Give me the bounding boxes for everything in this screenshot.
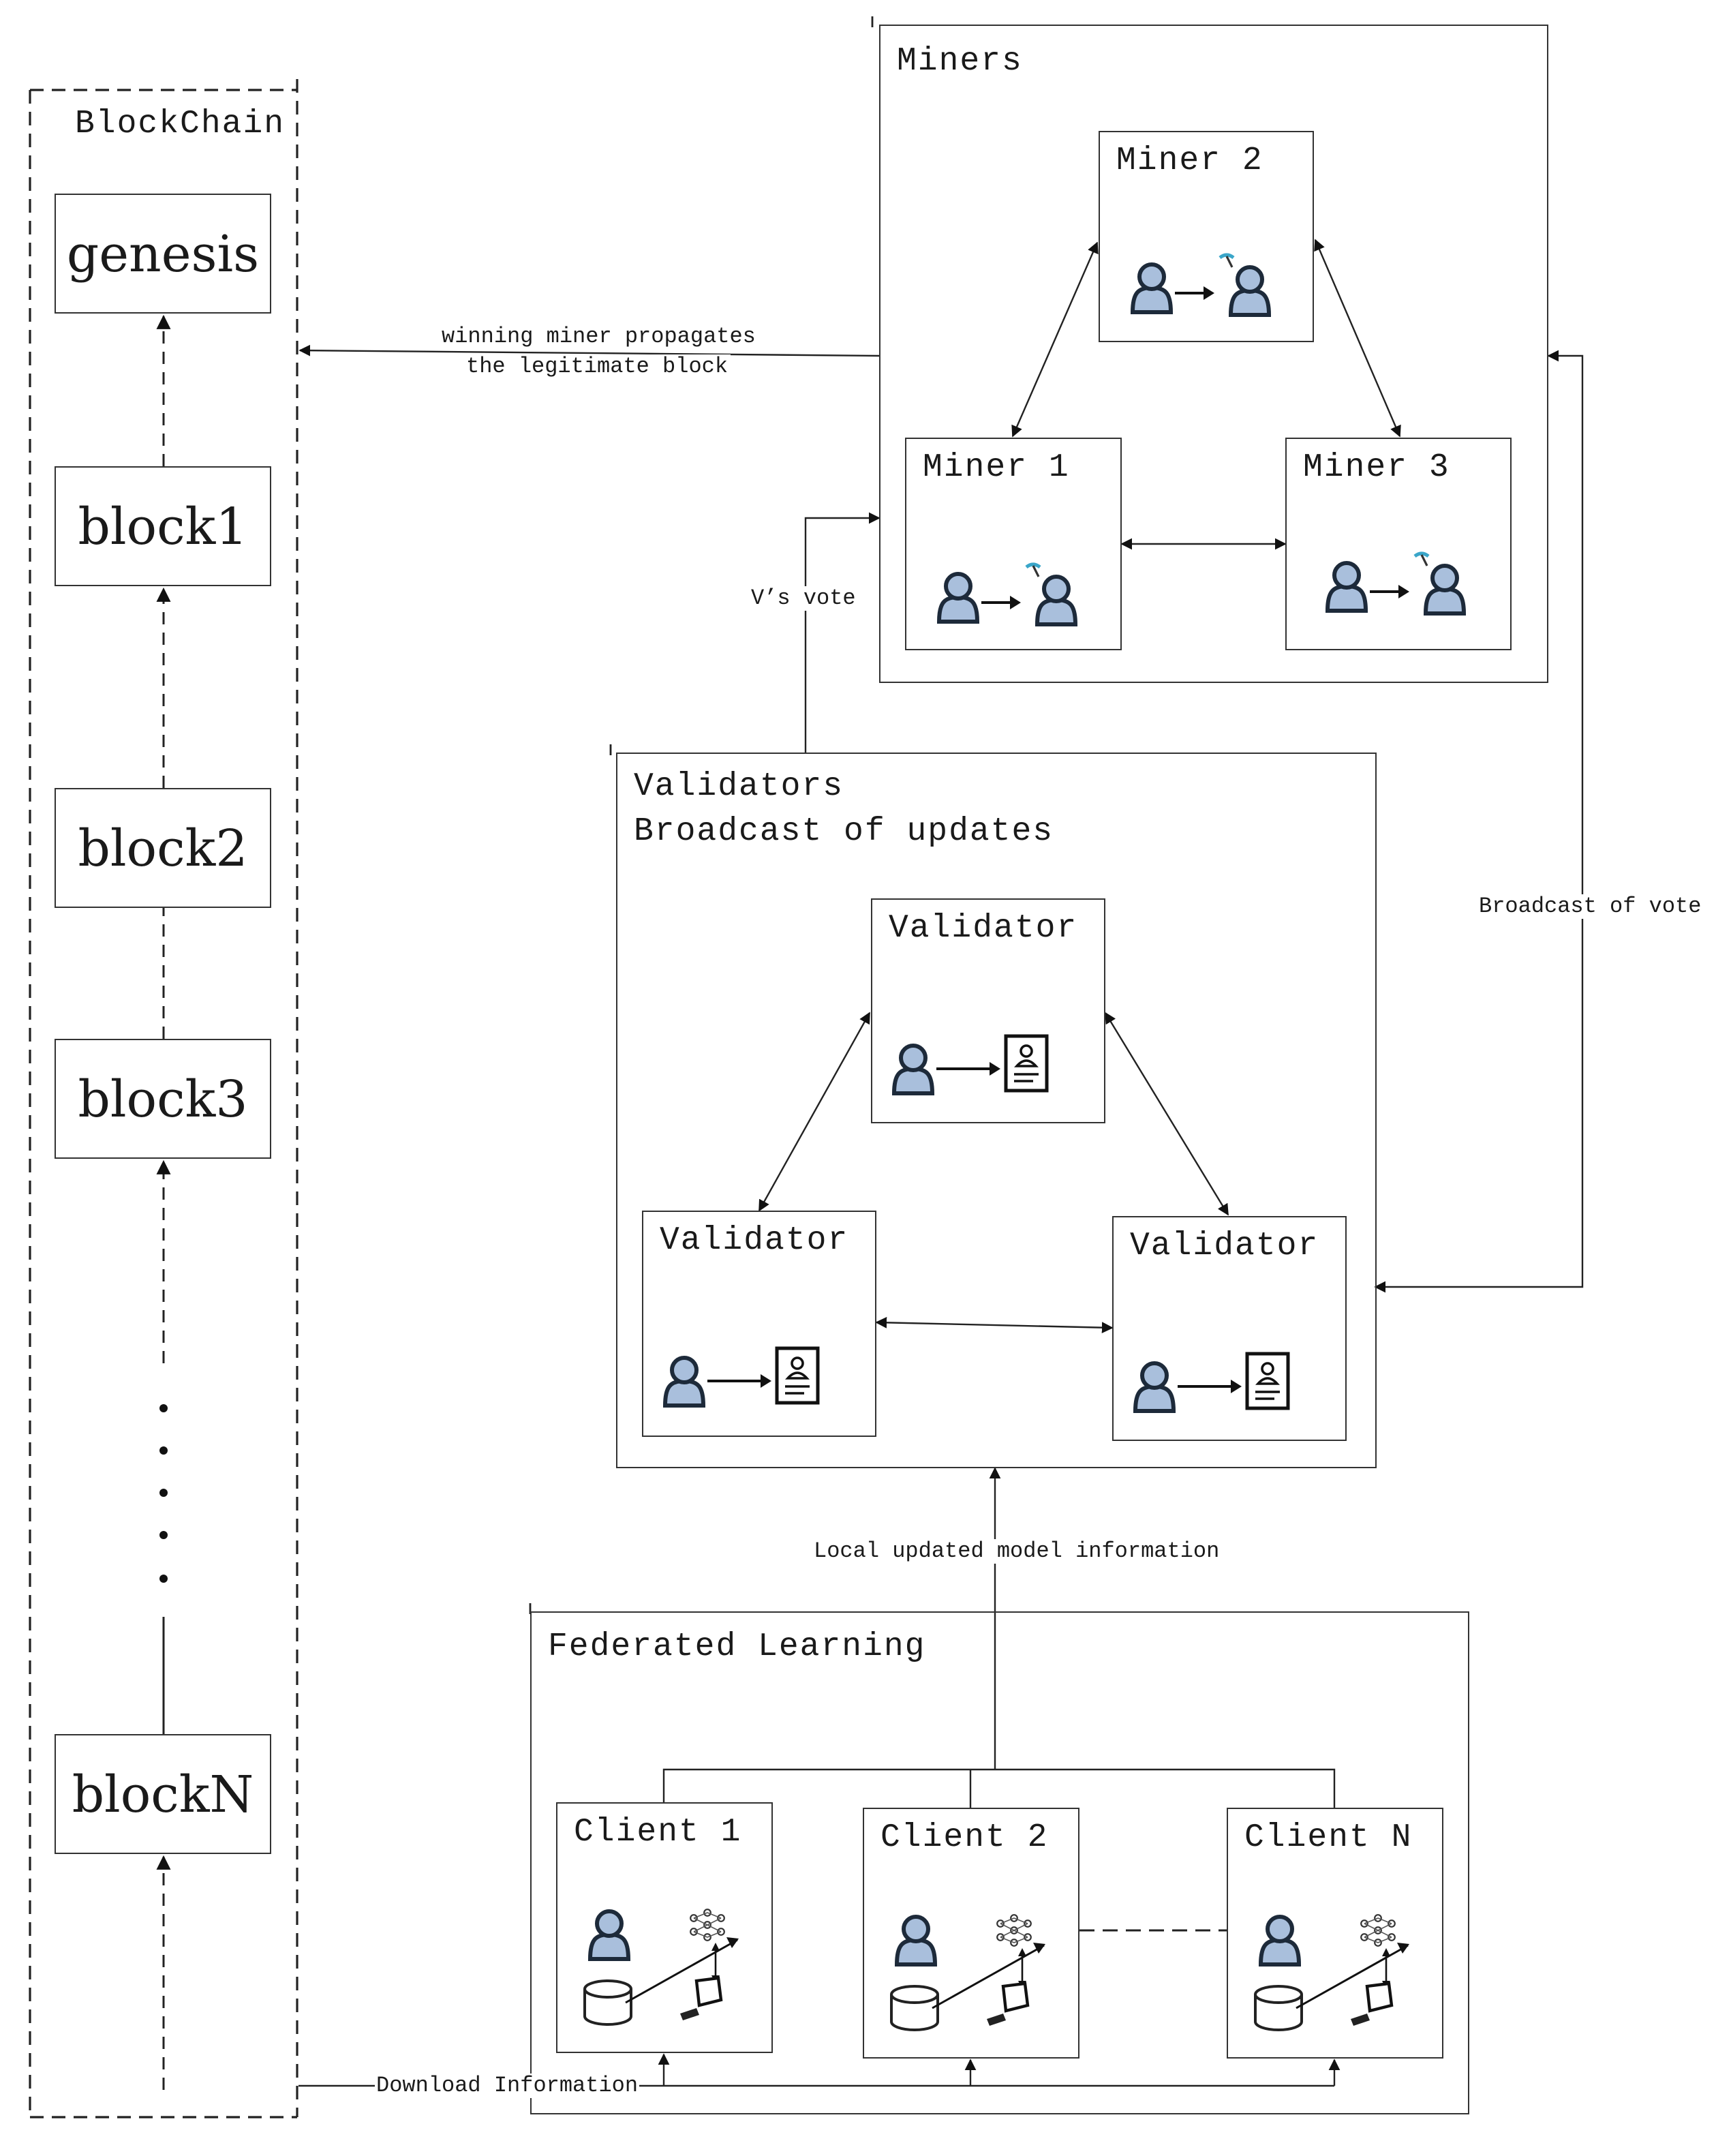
user-icon (1423, 564, 1467, 616)
propagate-arrow (298, 344, 880, 357)
block-n[interactable]: blockN (55, 1734, 271, 1854)
user-icon (1228, 265, 1272, 317)
broadcast-vote-arrow (1374, 350, 1584, 1293)
validator-top-label: Validator (889, 911, 1078, 947)
user-icon (894, 1915, 938, 1967)
user-icon (1325, 561, 1368, 613)
computer-icon (987, 1982, 1030, 2026)
client-icon-group (1254, 1914, 1409, 2031)
pickaxe-icon (1413, 551, 1430, 566)
client-2-label: Client 2 (880, 1820, 1049, 1857)
miner-1-label: Miner 1 (923, 450, 1070, 487)
user-icon (1035, 575, 1078, 626)
local-update-label: Local updated model information (811, 1539, 1223, 1564)
user-icon (1130, 262, 1174, 314)
propagate-label-line2: the legitimate block (463, 354, 731, 379)
computer-icon (1351, 1982, 1394, 2026)
user-icon (1133, 1361, 1176, 1413)
broadcast-vote-label: Broadcast of vote (1476, 894, 1704, 919)
user-icon (936, 572, 980, 624)
miner-3-label: Miner 3 (1303, 450, 1450, 487)
neural-network-icon (690, 1909, 725, 1941)
document-icon (1245, 1352, 1290, 1410)
client-n-node[interactable]: Client N (1227, 1808, 1443, 2059)
client-icon-group (890, 1914, 1045, 2031)
propagate-label-line1: winning miner propagates (439, 324, 759, 349)
block-1[interactable]: block1 (55, 466, 271, 586)
ellipsis-dot (159, 1446, 168, 1455)
client-n-label: Client N (1244, 1820, 1413, 1857)
computer-icon (680, 1976, 723, 2020)
validators-title: Validators (634, 769, 844, 806)
blockchain-frame (29, 79, 298, 2119)
validator-right-node[interactable]: Validator (1112, 1216, 1347, 1441)
arrow-icon (1175, 286, 1214, 300)
database-icon (583, 1979, 632, 2026)
vote-arrow (804, 512, 880, 753)
miner-2-node[interactable]: Miner 2 (1099, 131, 1314, 342)
ellipsis-dot (159, 1489, 168, 1497)
miners-panel (879, 25, 1548, 683)
validators-panel (616, 753, 1377, 1468)
user-icon (662, 1356, 706, 1408)
client-2-node[interactable]: Client 2 (863, 1808, 1079, 2059)
block-3[interactable]: block3 (55, 1039, 271, 1159)
validator-top-node[interactable]: Validator (871, 898, 1105, 1123)
ellipsis-dot (159, 1575, 168, 1583)
user-icon (891, 1044, 935, 1095)
neural-network-icon (1360, 1914, 1396, 1947)
miner-icon-group (1325, 551, 1467, 616)
validators-subtitle: Broadcast of updates (634, 814, 1054, 851)
user-icon (1258, 1915, 1302, 1967)
client-icon-group (583, 1909, 739, 2026)
block-genesis[interactable]: genesis (55, 194, 271, 314)
user-icon (587, 1909, 631, 1961)
arrow-icon (1178, 1380, 1242, 1393)
neural-network-icon (996, 1914, 1032, 1947)
federated-title: Federated Learning (548, 1629, 926, 1666)
sync-arrow-icon (711, 1943, 720, 1984)
arrow-icon (936, 1062, 1000, 1076)
miner-icon-group (936, 562, 1078, 626)
block-2[interactable]: block2 (55, 788, 271, 908)
ellipsis-dot (159, 1531, 168, 1539)
pickaxe-icon (1219, 253, 1235, 268)
sync-arrow-icon (1382, 1948, 1390, 1989)
validator-icon-group (662, 1346, 820, 1408)
pickaxe-icon (1025, 562, 1041, 577)
miner-1-node[interactable]: Miner 1 (905, 438, 1122, 650)
database-icon (890, 1985, 939, 2031)
client-1-label: Client 1 (574, 1815, 742, 1851)
validator-right-label: Validator (1130, 1228, 1319, 1265)
document-icon (775, 1346, 820, 1405)
validator-left-node[interactable]: Validator (642, 1211, 876, 1437)
validator-icon-group (1133, 1352, 1290, 1413)
miner-3-node[interactable]: Miner 3 (1285, 438, 1512, 650)
vote-label: V’s vote (748, 586, 859, 611)
download-label: Download Information (375, 2074, 640, 2098)
document-icon (1004, 1034, 1049, 1093)
sync-arrow-icon (1018, 1948, 1026, 1989)
client-bus (662, 1768, 1336, 1808)
blockchain-title: BlockChain (75, 106, 286, 143)
arrow-icon (1370, 585, 1409, 598)
miners-title: Miners (897, 44, 1023, 80)
miner-2-label: Miner 2 (1116, 143, 1263, 180)
database-icon (1254, 1985, 1303, 2031)
client-1-node[interactable]: Client 1 (556, 1802, 773, 2053)
arrow-icon (707, 1374, 771, 1388)
validator-peer-arrows (758, 1012, 1229, 1334)
validator-left-label: Validator (660, 1223, 849, 1260)
arrow-icon (981, 596, 1021, 609)
federated-panel (530, 1611, 1469, 2114)
miner-icon-group (1130, 253, 1272, 317)
ellipsis-dot (159, 1404, 168, 1412)
validator-icon-group (891, 1034, 1049, 1095)
